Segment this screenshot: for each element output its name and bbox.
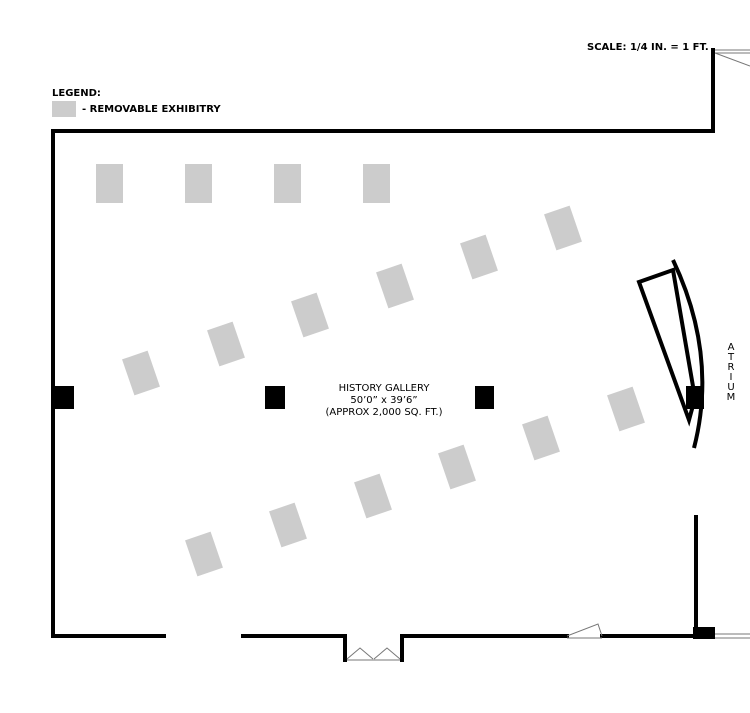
exhibit-top-3 — [274, 164, 301, 203]
legend-swatch — [52, 101, 76, 117]
column-center-left — [265, 386, 285, 409]
exhibit-lower-3 — [354, 473, 392, 519]
exhibit-upper-3 — [291, 292, 329, 338]
atrium-letter: T — [727, 352, 735, 363]
gallery-area: (APPROX 2,000 SQ. FT.) — [326, 407, 443, 418]
exhibit-top-1 — [96, 164, 123, 203]
exhibit-lower-4 — [438, 444, 476, 490]
atrium-letter: R — [728, 362, 735, 373]
legend-title: LEGEND: — [52, 88, 101, 99]
wall-corner-block — [693, 627, 715, 639]
exhibit-lower-2 — [269, 502, 307, 548]
exhibit-lower-5 — [522, 415, 560, 461]
atrium-letter: A — [728, 342, 735, 353]
column-east — [686, 386, 704, 409]
wall-south-left — [241, 634, 347, 662]
curved-wall-arc — [671, 259, 705, 449]
scale-label: SCALE: 1/4 IN. = 1 FT. — [587, 42, 709, 53]
column-center-right — [475, 386, 494, 409]
exhibit-upper-2 — [207, 321, 245, 367]
legend-item-label: - REMOVABLE EXHIBITRY — [82, 104, 221, 115]
exhibit-top-4 — [363, 164, 390, 203]
exhibit-upper-4 — [376, 263, 414, 309]
column-west — [53, 386, 74, 409]
wall-north-west — [51, 48, 715, 638]
exhibit-top-2 — [185, 164, 212, 203]
exhibit-upper-6 — [544, 205, 582, 251]
door-northeast — [714, 49, 750, 67]
atrium-letter: M — [727, 392, 736, 403]
exhibit-lower-1 — [185, 531, 223, 577]
exhibit-upper-5 — [460, 234, 498, 280]
gallery-name: HISTORY GALLERY — [339, 383, 431, 394]
atrium-letter: I — [730, 372, 733, 383]
door-southeast — [566, 623, 603, 639]
exhibit-upper-1 — [122, 350, 160, 396]
exhibit-lower-6 — [607, 386, 645, 432]
gallery-dimensions: 50’0” x 39’6” — [350, 395, 417, 406]
atrium-letter: U — [727, 382, 734, 393]
wall-south-middle — [400, 634, 569, 662]
atrium-label: A T R I U M — [727, 342, 736, 403]
door-south-double — [346, 647, 401, 661]
door-east-lower — [715, 633, 750, 639]
